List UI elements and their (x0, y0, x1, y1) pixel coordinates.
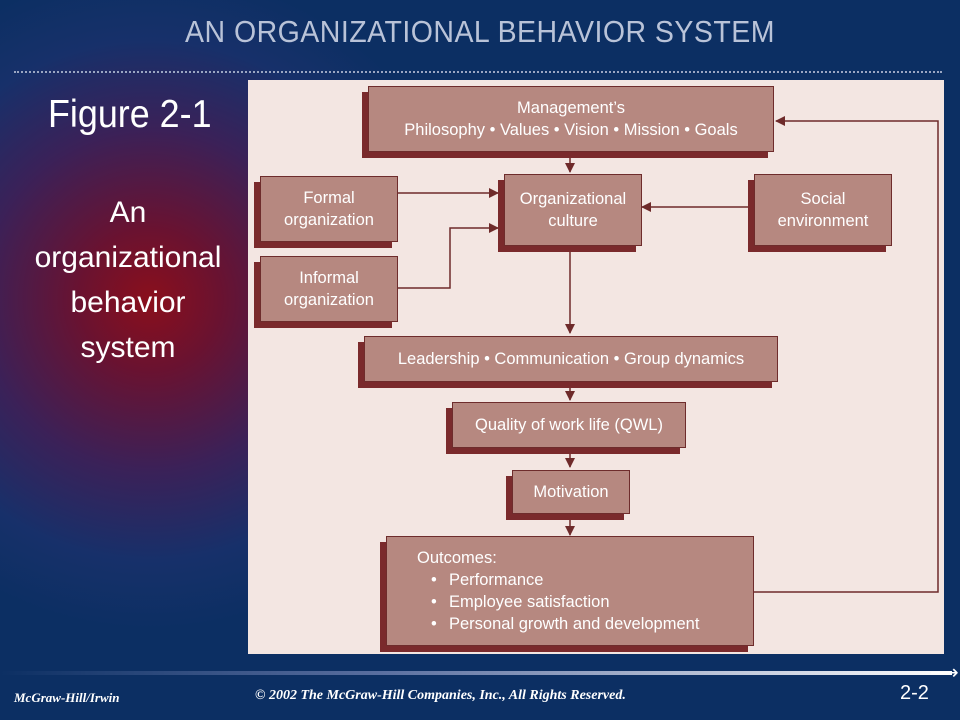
leadership-communication-label: Leadership • Communication • Group dynam… (397, 350, 745, 368)
organizational-culture-box: Organizational culture (504, 174, 642, 246)
slide-number: 2-2 (900, 682, 929, 704)
formal-organization-box: Formal organization (260, 176, 398, 242)
informal-organization-box: Informal organization (260, 256, 398, 322)
management-elements: Philosophy • Values • Vision • Mission •… (404, 121, 738, 139)
organizational-culture-label: Organizational culture (519, 190, 627, 230)
outcome-item: Employee satisfaction (431, 591, 699, 613)
caption-line: system (80, 331, 176, 364)
quality-of-work-life-label: Quality of work life (QWL) (475, 416, 663, 434)
outcome-item: Performance (431, 569, 699, 591)
management-title: Management’s (517, 99, 625, 117)
arrow-informal-to-culture (396, 223, 499, 289)
leadership-communication-box: Leadership • Communication • Group dynam… (364, 336, 778, 382)
footer-divider (0, 671, 952, 675)
motivation-label: Motivation (533, 483, 609, 501)
outcomes-list: Performance Employee satisfaction Person… (417, 569, 699, 635)
caption-line: behavior (70, 286, 186, 319)
social-environment-label: Social environment (777, 190, 869, 230)
title-divider (14, 71, 942, 73)
diagram-connectors (396, 116, 939, 593)
formal-organization-label: Formal organization (284, 189, 374, 229)
outcome-item: Personal growth and development (431, 613, 699, 635)
quality-of-work-life-box: Quality of work life (QWL) (452, 402, 686, 448)
outcomes-box: Outcomes: Performance Employee satisfact… (386, 536, 754, 646)
next-arrow-icon: ⟶ (930, 662, 959, 684)
figure-label: Figure 2-1 (48, 93, 212, 136)
slide-title: AN ORGANIZATIONAL BEHAVIOR SYSTEM (185, 14, 775, 49)
publisher-name: McGraw-Hill/Irwin (14, 690, 120, 705)
ob-system-diagram: Management’s Philosophy • Values • Visio… (248, 80, 944, 654)
informal-organization-label: Informal organization (284, 269, 374, 309)
caption-line: organizational (34, 241, 222, 274)
management-box: Management’s Philosophy • Values • Visio… (368, 86, 774, 152)
motivation-box: Motivation (512, 470, 630, 514)
caption-line: An (109, 196, 147, 229)
figure-caption: An organizational behavior system (18, 190, 238, 370)
feedback-arrow-outcomes-to-management (754, 116, 939, 593)
social-environment-box: Social environment (754, 174, 892, 246)
copyright-notice: © 2002 The McGraw-Hill Companies, Inc., … (255, 688, 626, 703)
outcomes-heading: Outcomes: (417, 549, 497, 567)
